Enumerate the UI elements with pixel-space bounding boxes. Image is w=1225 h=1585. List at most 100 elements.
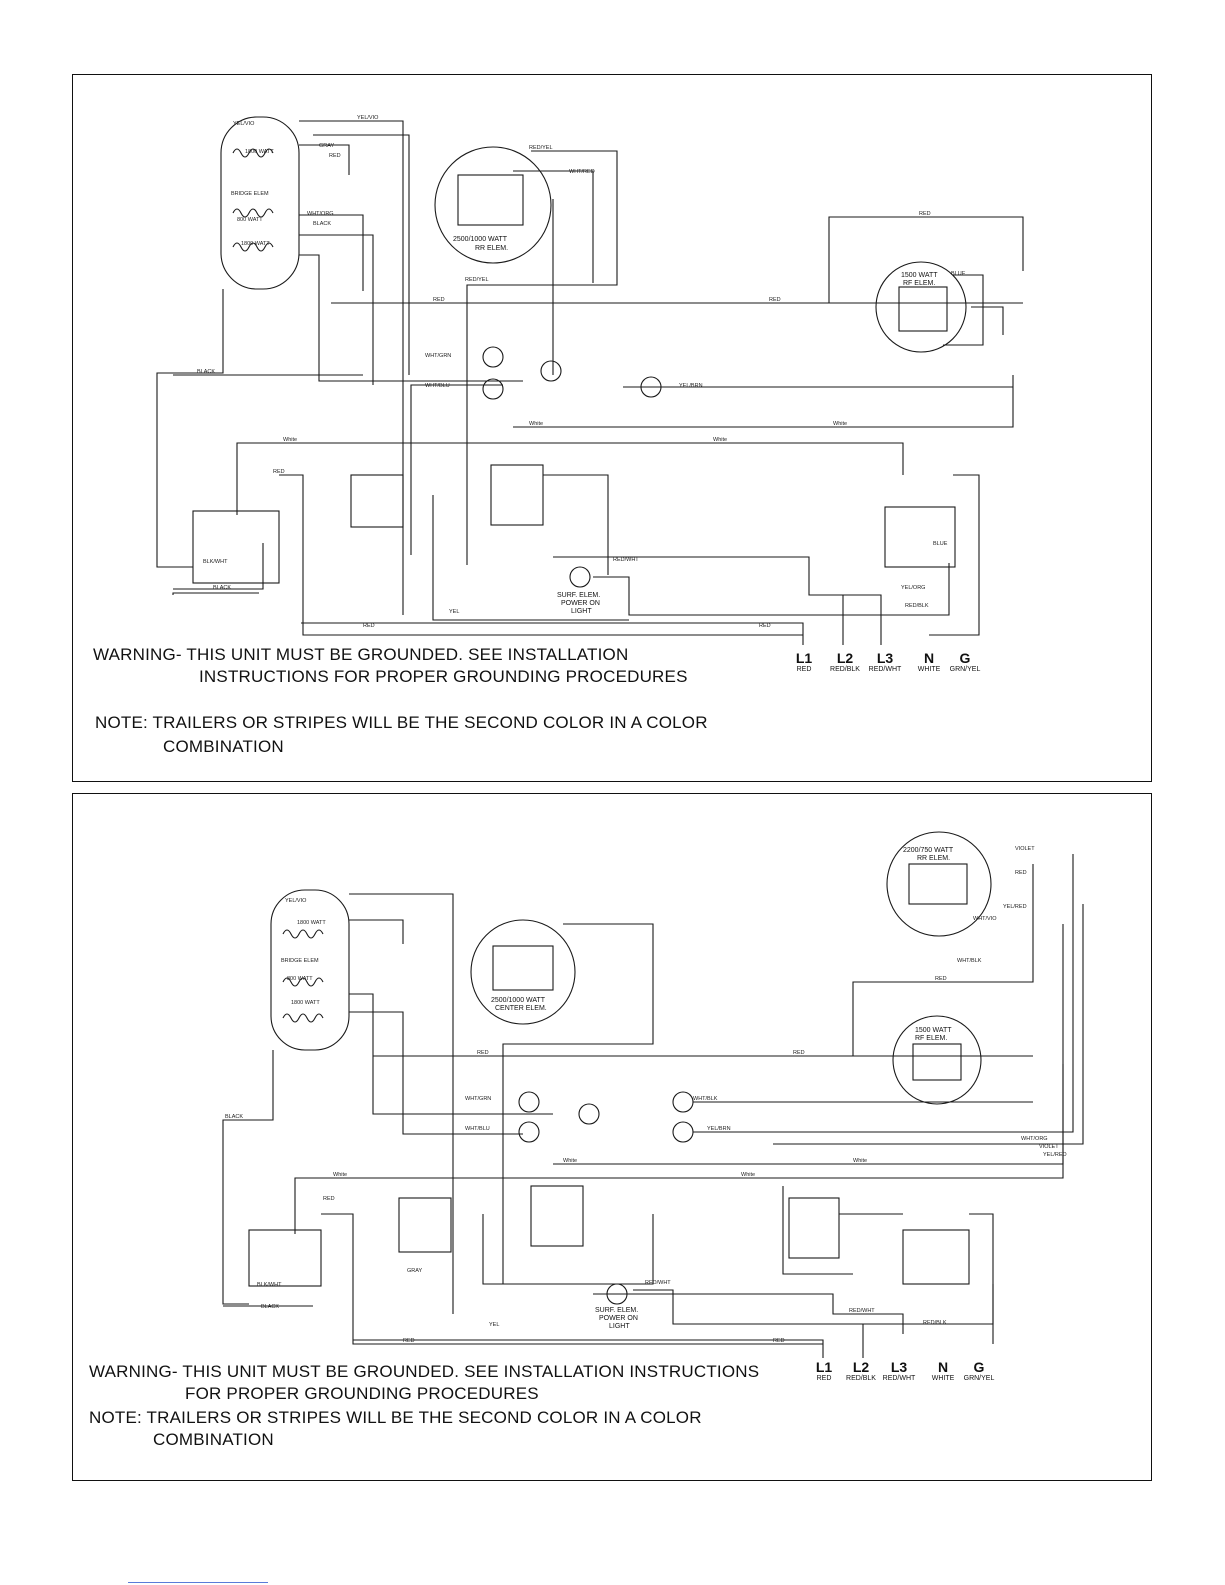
wire [943,274,984,346]
wire [513,170,594,283]
wire-label: White [741,1172,755,1178]
wire-label: WHT/RED [569,169,595,175]
element-label: LIGHT [571,608,592,615]
element-coil-frame [492,945,554,991]
wire-label: RED [1015,870,1027,876]
wire-label: BLK/WHT [257,1282,282,1288]
wire-label: YEL/BRN [679,383,703,389]
wire [593,1293,904,1334]
heater-coil [232,242,274,252]
element-label: CENTER ELEM. [495,1005,547,1012]
wire-label: RED [273,469,285,475]
wire [349,993,553,1115]
wire [543,474,609,575]
wire [929,474,980,636]
wire [410,384,503,555]
wire-label: BLACK [225,1114,243,1120]
element-label: 2200/750 WATT [903,847,954,854]
wire [349,1011,523,1135]
wire-label: BLACK [313,221,331,227]
wire-label: White [529,421,543,427]
warning-line: WARNING- THIS UNIT MUST BE GROUNDED. SEE… [89,1362,760,1381]
indicator-lamp [518,1121,540,1143]
wire-label: BLK/WHT [203,559,228,565]
element-label: 1800 WATT [241,241,270,247]
wire-label: RED [919,211,931,217]
infinite-switch-box [884,506,956,568]
wire-label: RED/WHT [613,557,639,563]
indicator-lamp [482,378,504,400]
element-coil-frame [898,286,948,332]
wiring-diagram-top: YEL/VIO 1800 WATT BRIDGE ELEM 800 WATT 1… [72,74,1152,782]
infinite-switch-box [398,1197,452,1253]
element-label: 800 WATT [287,976,313,982]
wire [331,216,1024,304]
element-label: 1800 WATT [245,149,274,155]
wire-label: WHT/BLU [465,1126,490,1132]
wire [299,144,350,175]
wire-label: VIOLET [1039,1144,1059,1150]
wire-label: RED [433,297,445,303]
wire [971,306,1004,335]
wire-label: BLACK [213,585,231,591]
wire [633,1284,994,1325]
element-label: LIGHT [609,1323,630,1330]
wire [313,134,410,375]
wire [593,563,950,616]
wire [349,893,454,1314]
wire [482,1214,654,1285]
heater-coil [282,1013,324,1023]
infinite-switch-box [530,1185,584,1247]
rr-element-circle [886,831,992,937]
bridge-element-housing [270,889,350,1051]
wire-label: RED [769,297,781,303]
wire-label: BLUE [933,541,948,547]
heater-coil [282,977,324,987]
indicator-lamp [578,1103,600,1125]
center-element-circle [470,919,576,1025]
wire-label: YEL/RED [1003,904,1027,910]
wire-label: GRAY [319,143,335,149]
element-label: BRIDGE ELEM [281,958,319,964]
element-label: 1500 WATT [901,272,938,279]
wire-label: White [833,421,847,427]
wire-label: RED [329,153,341,159]
element-label: 800 WATT [237,217,263,223]
wire-label: White [333,1172,347,1178]
wire-label: VIOLET [1015,846,1035,852]
wire-label: White [713,437,727,443]
element-coil-frame [908,863,968,905]
wire [553,556,882,645]
wire [466,150,618,565]
wire [156,289,224,568]
indicator-lamp [540,360,562,382]
wire-label: BLACK [261,1304,279,1310]
wire-label: RED [793,1050,805,1056]
infinite-switch-box [490,464,544,526]
element-label: 1500 WATT [915,1027,952,1034]
bridge-element-housing [220,116,300,290]
indicator-lamp [518,1091,540,1113]
infinite-switch-box [248,1229,322,1287]
element-label: RF ELEM. [915,1035,947,1042]
wire [173,543,264,590]
wire [321,1213,823,1345]
wire-label: WHT/GRN [425,353,451,359]
wire-label: WHT/BLK [957,958,982,964]
infinite-switch-box [192,510,280,584]
wire [773,904,1084,1145]
element-label: POWER ON [599,1315,638,1322]
wire-label: YEL/VIO [285,898,307,904]
wire-label: RED/BLK [923,1320,947,1326]
wire-label: White [563,1158,577,1164]
wire [353,1339,824,1358]
wire [969,1213,994,1344]
wire [279,474,803,636]
wire [236,442,904,515]
